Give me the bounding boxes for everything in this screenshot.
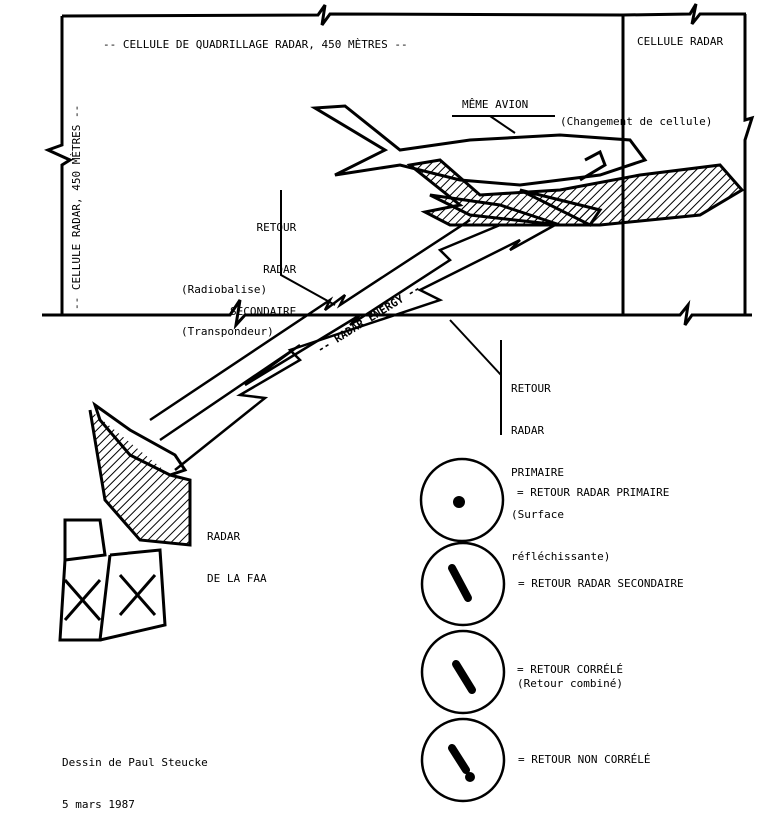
label-note: (Surface bbox=[511, 508, 564, 521]
credit: Dessin de Paul Steucke 5 mars 1987 bbox=[62, 728, 208, 826]
faa-radar-label: RADAR DE LA FAA bbox=[207, 502, 267, 600]
legend-secondary: = RETOUR RADAR SECONDAIRE bbox=[518, 577, 684, 590]
legend-primary: = RETOUR RADAR PRIMAIRE bbox=[517, 486, 670, 499]
label-note: (Radiobalise) bbox=[181, 283, 268, 296]
label-line: RADAR bbox=[511, 424, 545, 437]
label-note: réfléchissante) bbox=[511, 550, 611, 563]
primary-return-label: RETOUR RADAR PRIMAIRE (Surface réfléchis… bbox=[511, 354, 610, 578]
legend-correlated-sub: (Retour combiné) bbox=[517, 677, 623, 690]
radar-beam bbox=[149, 218, 556, 471]
label-line: RETOUR bbox=[256, 221, 297, 234]
label-line: RADAR bbox=[263, 263, 297, 276]
legend-correlated: = RETOUR CORRÉLÉ bbox=[517, 663, 623, 676]
faa-radar-antenna bbox=[58, 401, 192, 642]
same-aircraft-note: (Changement de cellule) bbox=[560, 115, 713, 128]
label-line: RETOUR bbox=[511, 382, 551, 395]
label-line: RADAR bbox=[207, 530, 241, 543]
radar-cell-grid bbox=[42, 3, 755, 330]
legend-uncorrelated: = RETOUR NON CORRÉLÉ bbox=[518, 753, 651, 766]
secondary-return-notes: (Radiobalise) (Transpondeur) bbox=[181, 255, 274, 353]
grid-cell-label: -- CELLULE DE QUADRILLAGE RADAR, 450 MÈT… bbox=[103, 38, 408, 51]
label-line: SECONDAIRE bbox=[230, 305, 297, 318]
aircraft-outline bbox=[310, 104, 648, 187]
label-note: (Transpondeur) bbox=[181, 325, 274, 338]
credit-author: Dessin de Paul Steucke bbox=[62, 756, 208, 769]
same-aircraft-title: MÊME AVION bbox=[462, 98, 529, 111]
vertical-cell-label: -- CELLULE RADAR, 450 MÈTRES -- bbox=[70, 104, 83, 310]
legend-symbols bbox=[419, 457, 506, 803]
credit-date: 5 mars 1987 bbox=[62, 798, 135, 811]
pointer-lines bbox=[280, 115, 555, 435]
label-line: PRIMAIRE bbox=[511, 466, 564, 479]
secondary-return-label: RETOUR RADAR SECONDAIRE bbox=[230, 193, 296, 333]
label-line: DE LA FAA bbox=[207, 572, 267, 585]
aircraft-hatched bbox=[406, 158, 745, 227]
radar-cell-label: CELLULE RADAR bbox=[637, 35, 724, 48]
